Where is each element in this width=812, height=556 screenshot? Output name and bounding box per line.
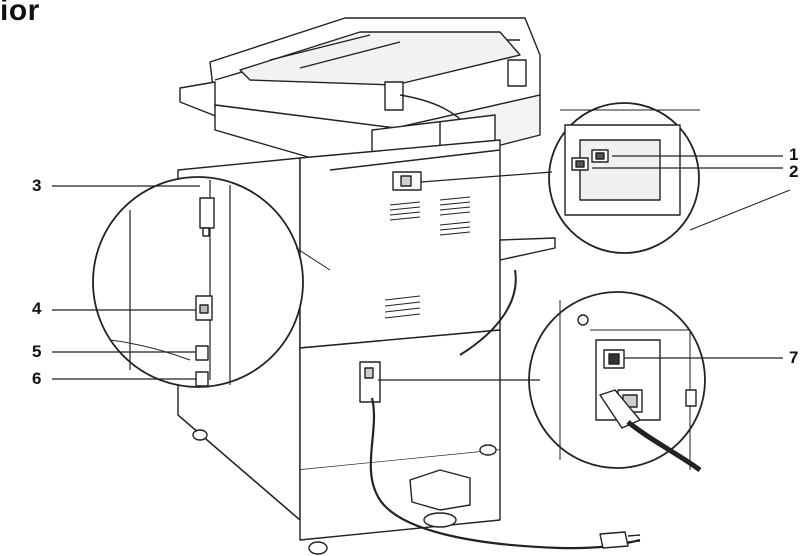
callout-3: 3 [32,176,42,195]
bottom-right-magnifier [378,291,706,473]
heading-fragment: ior [0,0,40,27]
callout-7: 7 [789,348,799,367]
left-magnifier [92,176,331,388]
callout-2: 2 [789,162,799,181]
callout-5: 5 [32,342,42,361]
callout-6: 6 [32,369,42,388]
callout-leaders [52,155,783,380]
machine-body [177,17,641,555]
callout-4: 4 [32,299,42,318]
callout-1: 1 [789,145,799,164]
top-right-magnifier [420,102,791,254]
